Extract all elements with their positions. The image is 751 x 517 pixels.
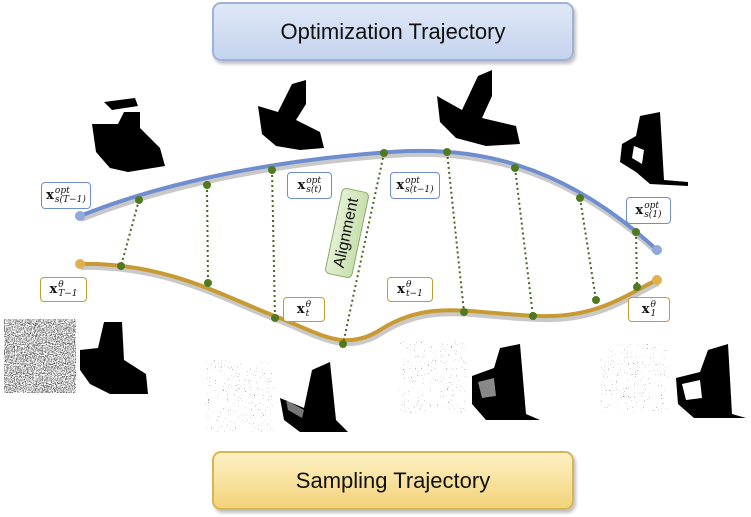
optimization-trajectory-title: Optimization Trajectory xyxy=(212,2,574,61)
sampling-point xyxy=(204,279,212,287)
sampling-point xyxy=(271,314,279,322)
sampling-point xyxy=(117,262,125,270)
optimization-point xyxy=(380,149,388,157)
optimization-point xyxy=(135,196,143,204)
sampling-point xyxy=(633,283,641,291)
alignment-line xyxy=(446,151,465,313)
optimization-point xyxy=(203,181,211,189)
optimization-shape-2 xyxy=(258,80,324,150)
alignment-connectors xyxy=(120,151,638,345)
noisy-sample-1 xyxy=(4,319,76,393)
sampling-curve xyxy=(78,261,659,343)
alignment-line xyxy=(271,169,276,319)
alignment-line xyxy=(579,197,597,301)
optimization-point xyxy=(632,228,640,236)
optimization-shape-1 xyxy=(92,98,165,172)
noisy-sample-4 xyxy=(600,344,668,414)
optimization-shape-3 xyxy=(437,70,520,146)
optimization-curve xyxy=(78,148,659,252)
sampling-start-point xyxy=(75,259,85,269)
alignment-line xyxy=(635,231,638,288)
optimization-point xyxy=(576,194,584,202)
optimization-point xyxy=(511,164,519,172)
sampling-point xyxy=(339,340,347,348)
optimization-point xyxy=(443,148,451,156)
sampling-trajectory-title: Sampling Trajectory xyxy=(212,451,574,510)
alignment-line xyxy=(514,167,534,317)
sampling-curve-shadow xyxy=(80,263,660,347)
sampling-point xyxy=(529,312,537,320)
sampling-shape-3 xyxy=(472,344,540,420)
optimization-shape-4 xyxy=(620,112,688,186)
sampling-point xyxy=(592,296,600,304)
sampling-shape-1 xyxy=(80,322,148,394)
optimization-start-point xyxy=(75,211,85,221)
noisy-sample-2 xyxy=(205,360,274,432)
optimization-end-point xyxy=(652,245,662,255)
noisy-sample-3 xyxy=(399,341,467,413)
optimization-curve-shadow xyxy=(79,150,661,256)
alignment-line xyxy=(120,199,140,267)
alignment-points xyxy=(117,148,641,348)
sampling-shape-2 xyxy=(280,362,348,432)
alignment-line xyxy=(206,184,209,284)
sampling-end-point xyxy=(652,275,662,285)
sampling-point xyxy=(460,308,468,316)
sampling-shape-4 xyxy=(676,344,746,418)
optimization-point xyxy=(268,166,276,174)
